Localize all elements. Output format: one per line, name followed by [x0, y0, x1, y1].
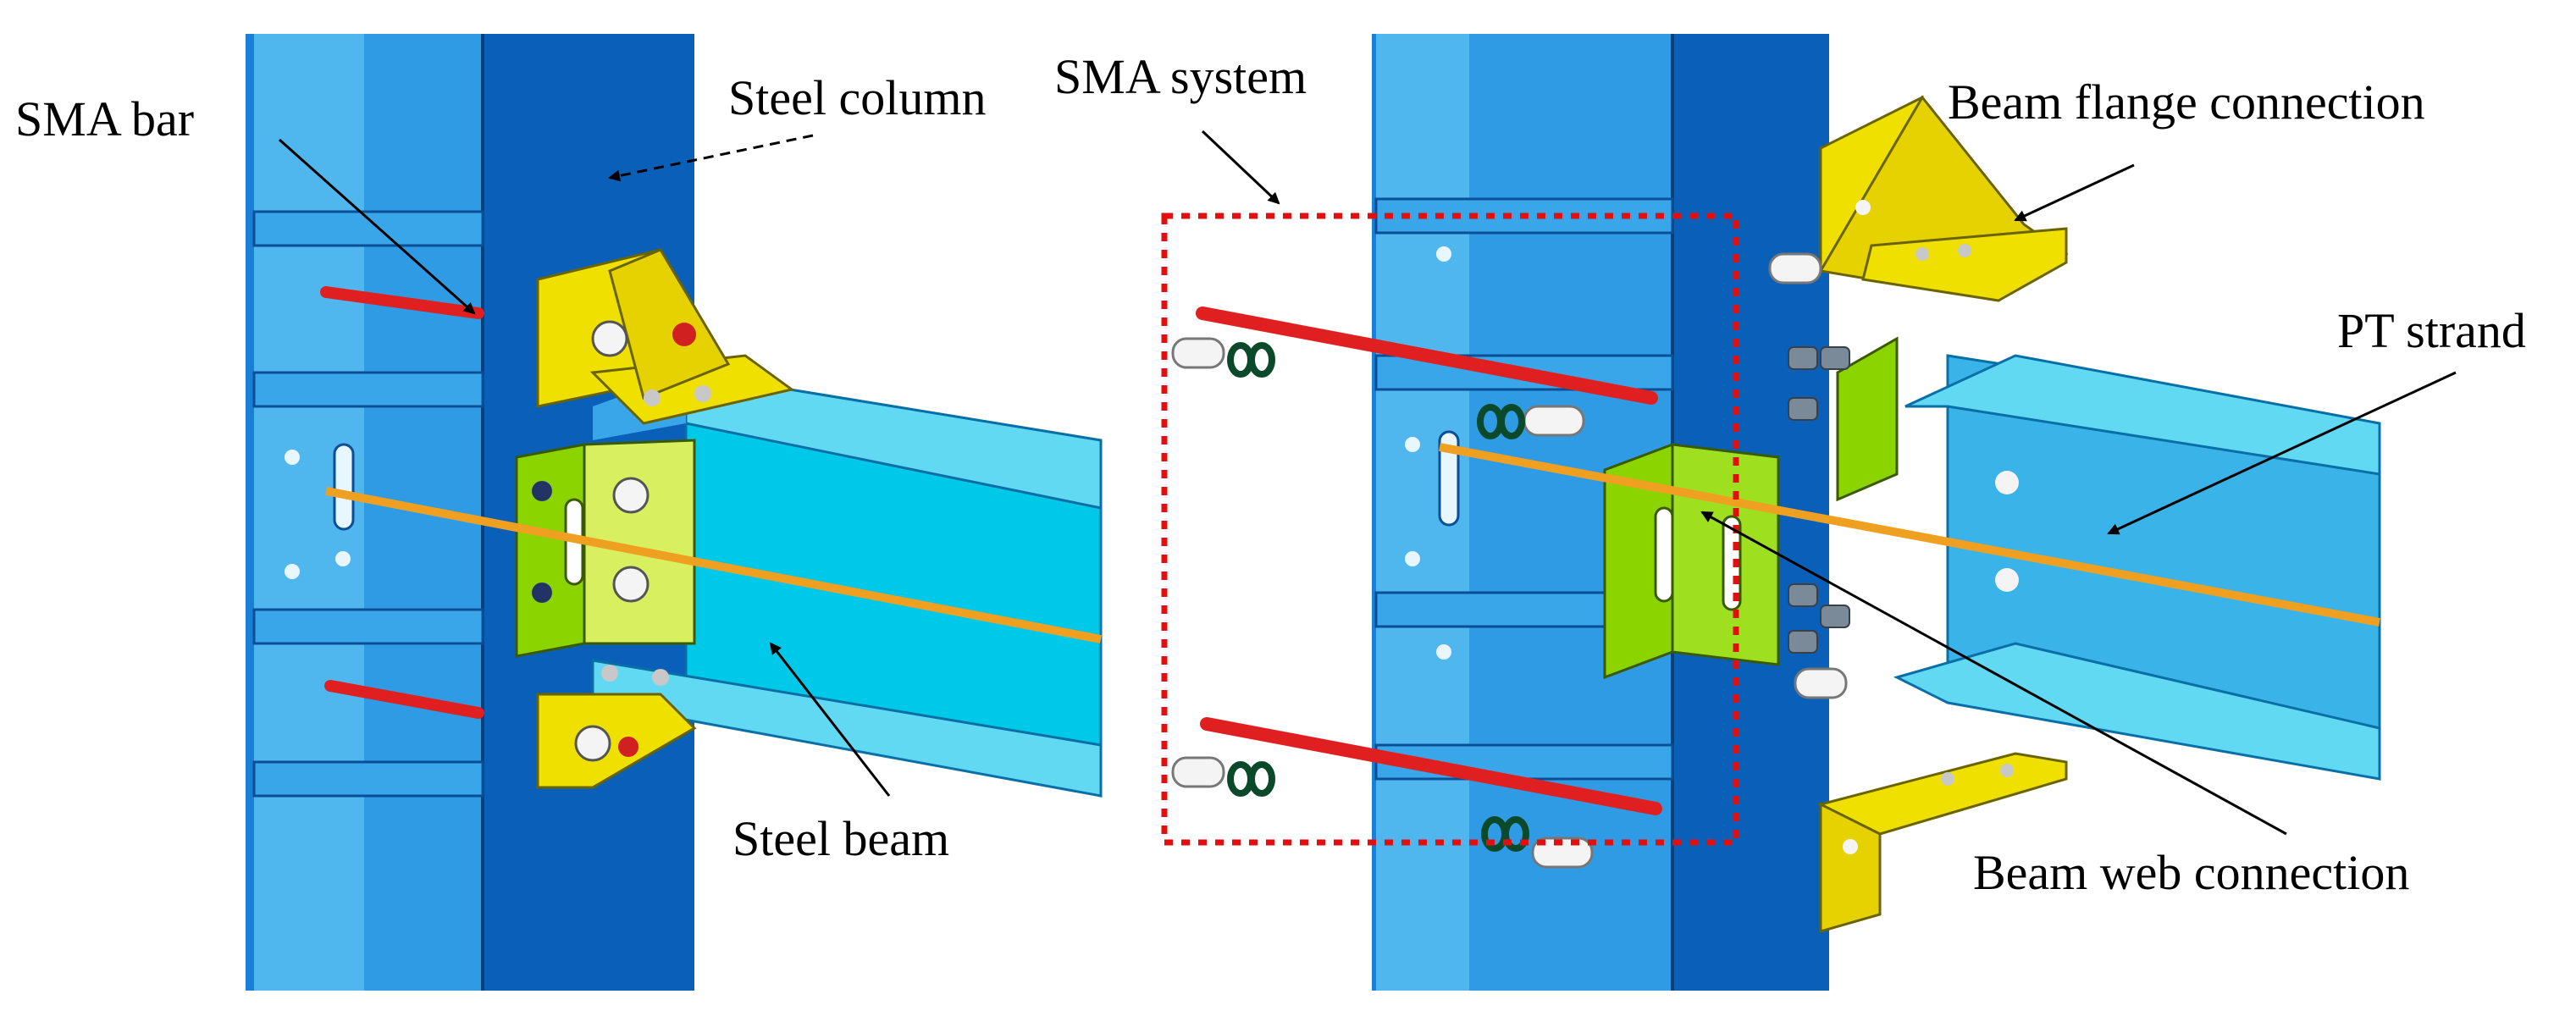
right-beam-flange-connection-top [1818, 95, 2069, 302]
label-steel-beam: Steel beam [732, 811, 949, 866]
pt-strand-arrow [2107, 371, 2457, 535]
right-beam-flange-connection-bottom [1816, 752, 2068, 933]
label-sma-bar: SMA bar [15, 91, 194, 146]
right-sleeves [1171, 252, 1848, 869]
label-steel-column: Steel column [728, 70, 986, 125]
left-sma-bars [320, 286, 484, 719]
steel-column-arrow [608, 134, 814, 182]
beam-flange-connection-arrow [2014, 163, 2135, 222]
sma-system-arrow [1201, 130, 1280, 205]
right-steel-beam [1893, 354, 2381, 781]
sma-bar-arrow [279, 138, 476, 315]
right-pt-strand [1439, 443, 2380, 627]
steel-beam-arrow [769, 642, 891, 797]
right-beam-web-connection [1603, 336, 1899, 680]
right-bolts [1788, 346, 1850, 654]
right-assembly [1161, 34, 2381, 991]
label-sma-system: SMA system [1054, 49, 1307, 104]
left-beam-web-connection [515, 439, 696, 658]
sma-system-dashed-box [1161, 213, 1739, 846]
left-steel-column [246, 34, 694, 991]
right-sma-bars [1196, 306, 1662, 815]
annotation-arrows [279, 130, 2457, 836]
label-beam-web-connection: Beam web connection [1973, 845, 2409, 900]
label-pt-strand: PT strand [2337, 303, 2526, 358]
left-assembly [246, 34, 1103, 991]
left-beam-flange-connection-bottom [536, 665, 697, 789]
left-beam-flange-connection-top [536, 248, 795, 425]
left-pt-strand [325, 487, 1102, 643]
label-beam-flange-connection: Beam flange connection [1948, 75, 2425, 130]
beam-web-connection-arrow [1700, 511, 2287, 836]
